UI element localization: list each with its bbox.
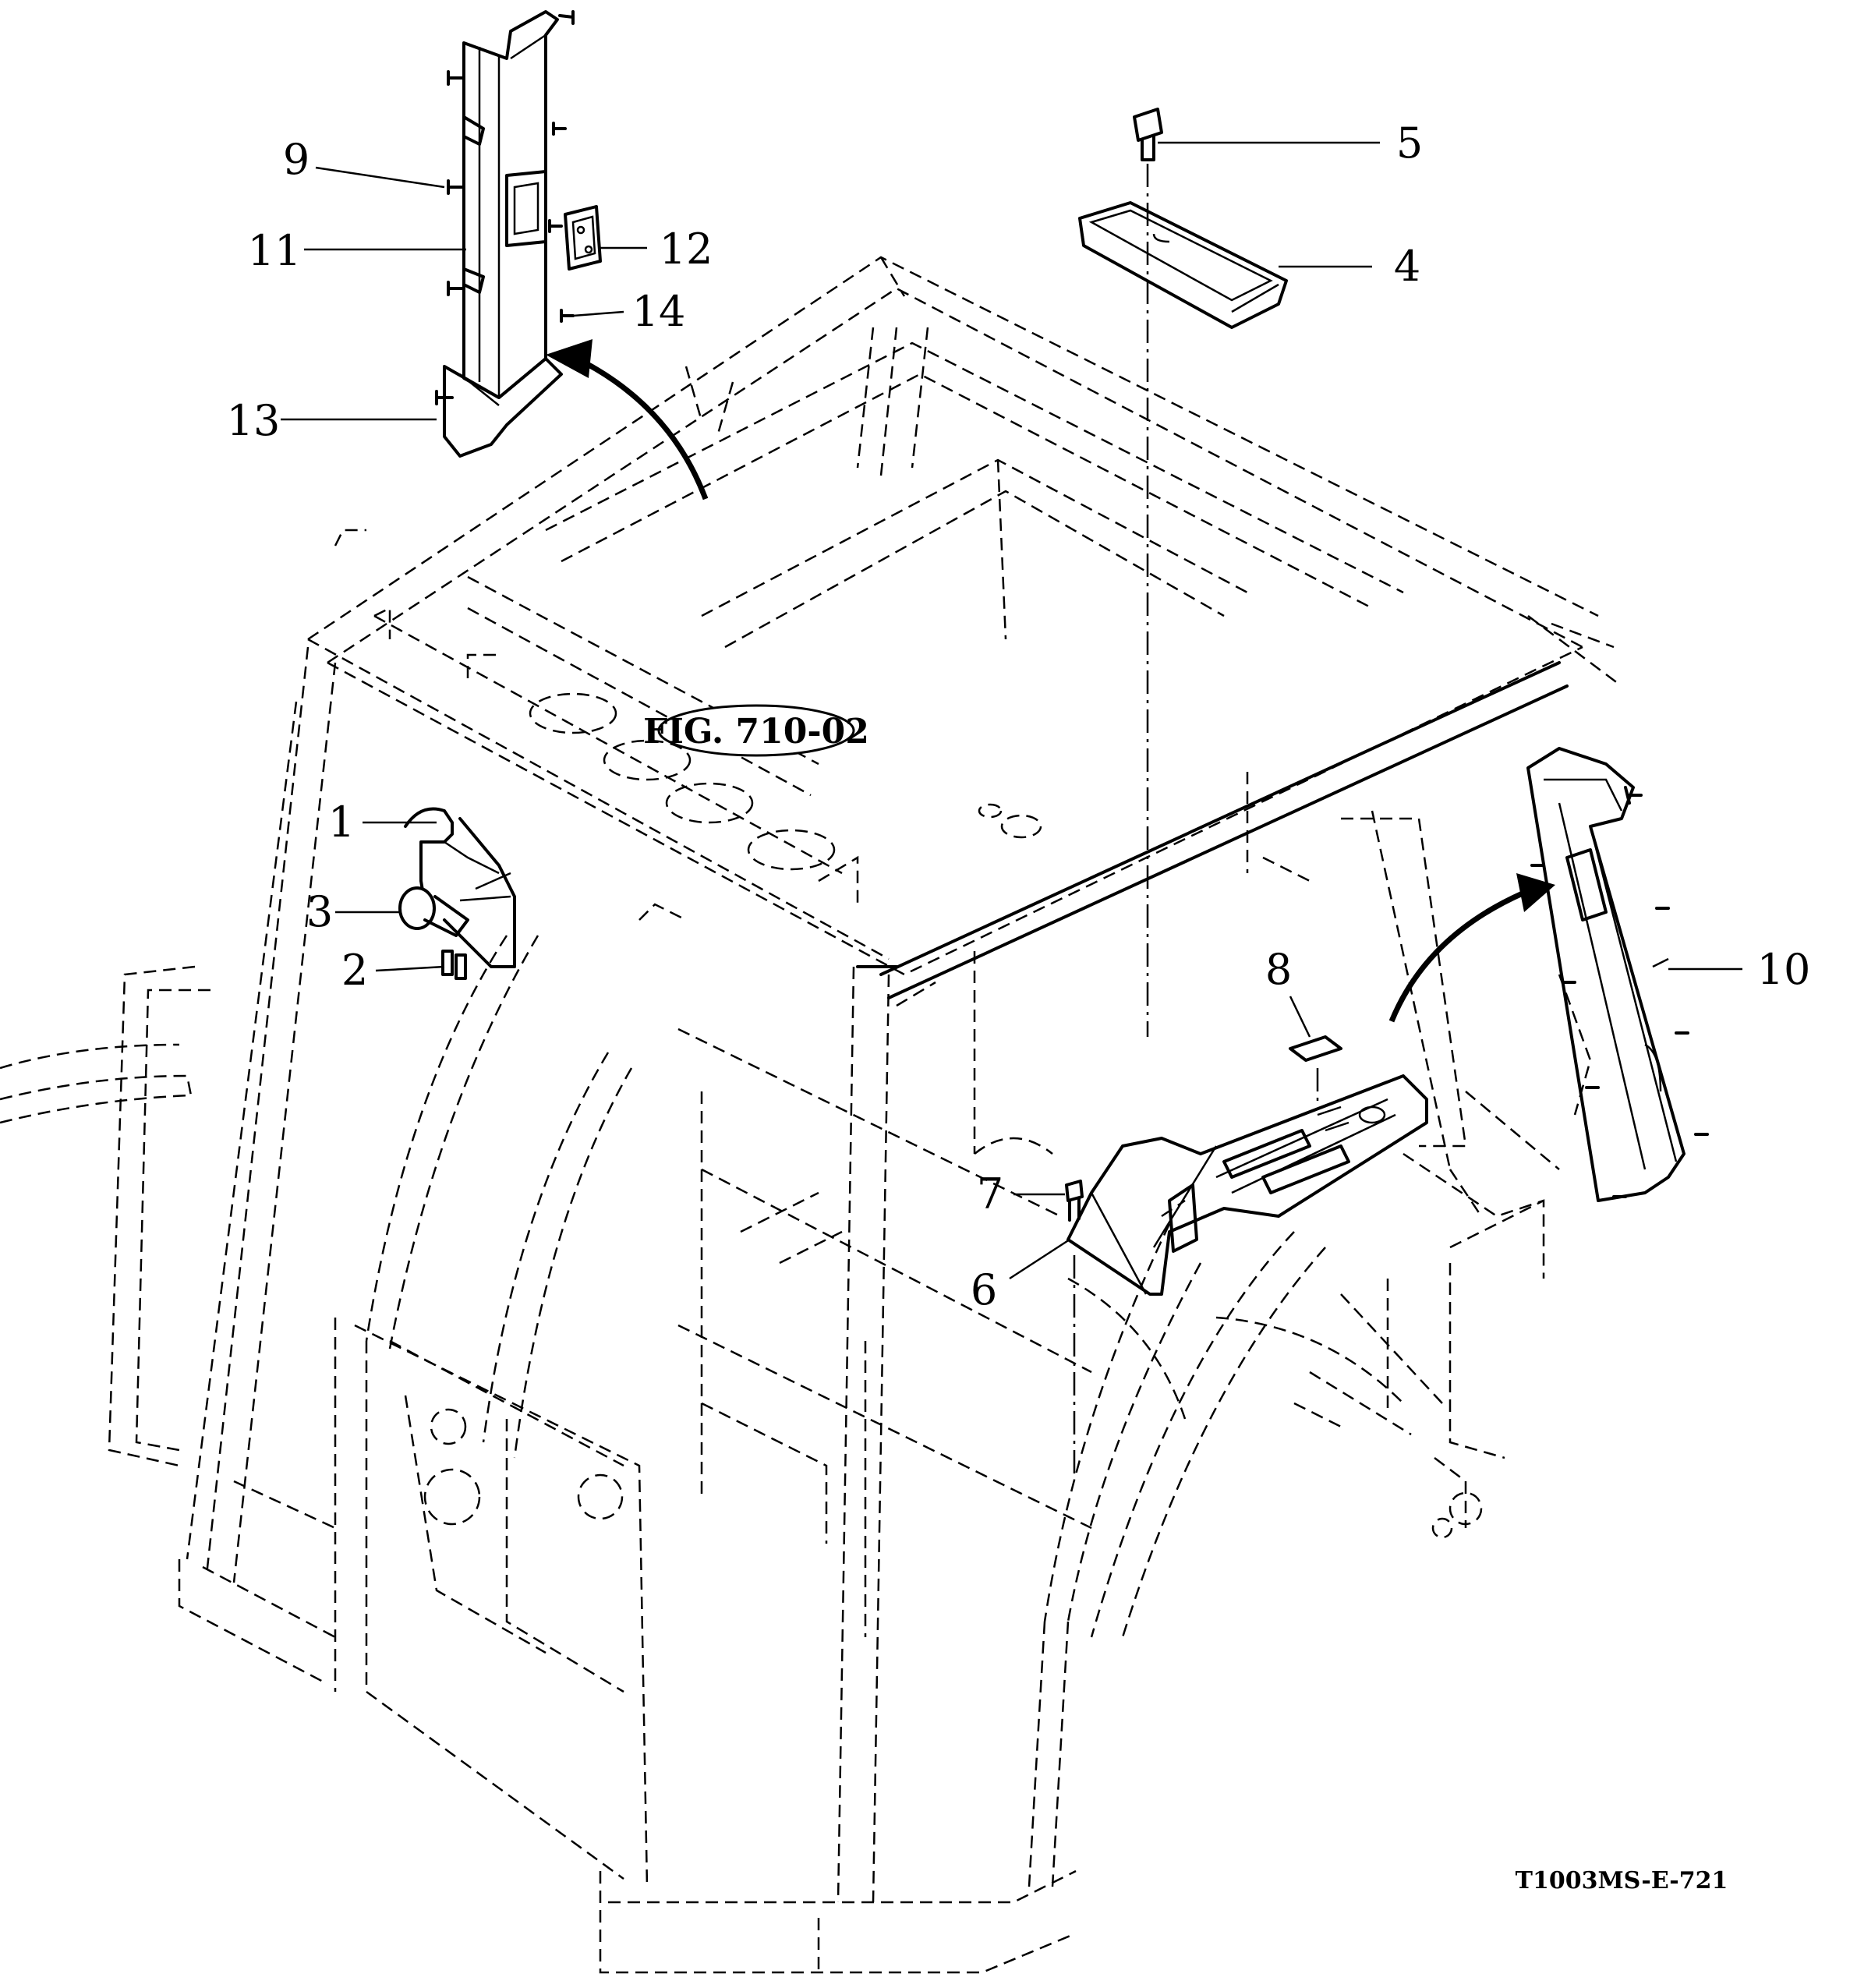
arrow-right-pillar-cover xyxy=(1388,873,1555,1023)
callout-1-label: 1 xyxy=(328,798,355,847)
part-2-screws xyxy=(441,950,467,980)
callout-9: 9 xyxy=(283,135,445,189)
callout-7: 7 xyxy=(977,1169,1065,1219)
callout-7-label: 7 xyxy=(977,1169,1003,1219)
callout-4-label: 4 xyxy=(1394,242,1420,291)
callout-2-label: 2 xyxy=(341,946,368,995)
callout-9-label: 9 xyxy=(283,135,310,184)
callout-13-label: 13 xyxy=(227,396,281,445)
callout-10-label: 10 xyxy=(1757,945,1811,994)
part-5-bolt xyxy=(1133,108,1163,161)
part-7-bolt xyxy=(1065,1180,1084,1222)
part-10-right-pillar-cover xyxy=(1526,747,1686,1202)
part-4-interior-light xyxy=(1078,201,1288,329)
roof-cross-beam xyxy=(856,661,1569,999)
callout-12: 12 xyxy=(600,225,713,274)
callout-3-label: 3 xyxy=(306,887,333,936)
part-9-14-screws xyxy=(435,10,575,405)
part-10-screws xyxy=(1530,794,1709,1198)
drawing-code: T1003MS-E-721 xyxy=(1516,1867,1728,1894)
part-11-pillar-cover xyxy=(462,10,559,399)
part-12-switch-plate xyxy=(564,205,602,271)
cab-frame-outline xyxy=(0,256,1622,1974)
part-1-3-sun-visor xyxy=(398,807,516,968)
callout-11-label: 11 xyxy=(248,226,302,275)
callout-8-label: 8 xyxy=(1265,945,1292,994)
arrow-pillar-cover xyxy=(546,339,709,501)
callout-3: 3 xyxy=(306,887,401,936)
callout-8: 8 xyxy=(1265,945,1311,1038)
part-8-cap xyxy=(1289,1035,1342,1062)
callout-14: 14 xyxy=(572,287,686,336)
callout-11: 11 xyxy=(248,226,466,275)
callout-6-label: 6 xyxy=(971,1265,997,1314)
callout-5-label: 5 xyxy=(1396,119,1423,168)
callout-2: 2 xyxy=(341,946,445,995)
part-6-storage-tray xyxy=(1066,1074,1428,1296)
part-13-pillar-lower xyxy=(443,357,563,458)
callout-5: 5 xyxy=(1158,119,1423,168)
figure-reference-badge: FIG. 710-02 xyxy=(643,704,869,757)
callout-12-label: 12 xyxy=(660,225,713,274)
callout-1: 1 xyxy=(328,798,437,847)
callout-10: 10 xyxy=(1668,945,1810,994)
callout-13: 13 xyxy=(227,396,437,445)
figure-reference-text: FIG. 710-02 xyxy=(643,712,869,752)
callout-4: 4 xyxy=(1279,242,1420,291)
callout-6: 6 xyxy=(971,1238,1070,1314)
callout-14-label: 14 xyxy=(632,287,686,336)
